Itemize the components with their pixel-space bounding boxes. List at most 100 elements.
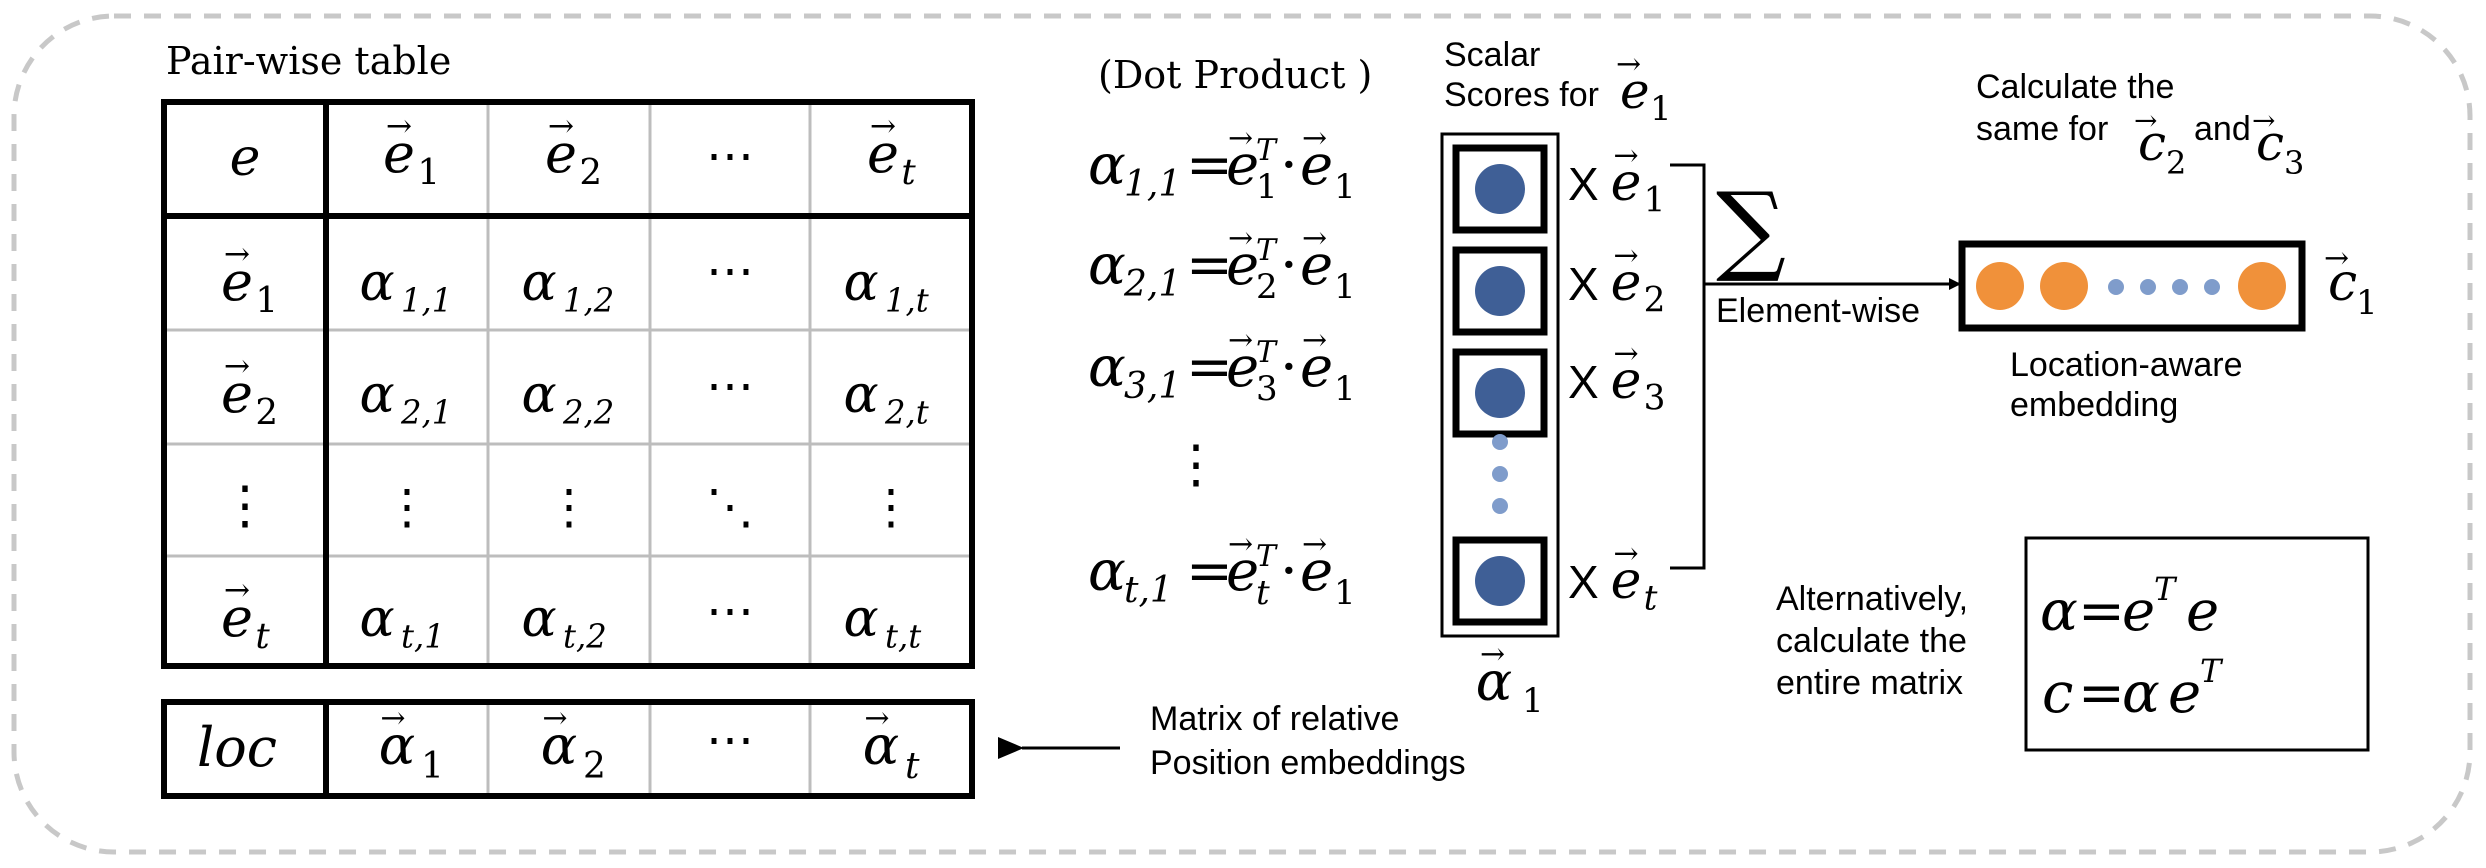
svg-text:e: e (2168, 661, 2201, 726)
col-header-e-2: e→2 (545, 108, 602, 193)
vector-arrow: → (870, 108, 896, 144)
col-header-e-t: e→t (867, 108, 916, 193)
eq-transpose: T (1256, 233, 1278, 268)
cell-ellipsis: ⋯ (706, 583, 754, 639)
svg-text:c: c (2042, 661, 2073, 726)
matrix-formula-line-2: c = α e T (2042, 652, 2224, 726)
cell-ellipsis: ⋱ (706, 479, 754, 535)
eq-alpha: α (1088, 335, 1126, 400)
alpha-base: α (843, 365, 878, 425)
loc-note-line-2: Position embeddings (1150, 744, 1466, 782)
cell-ellipsis: ⋮ (867, 479, 915, 535)
score-cell-t (1452, 536, 1548, 626)
vector-subscript: 1 (417, 152, 440, 193)
matrix-formula-line-1: α = e T e (2040, 570, 2219, 644)
eq-alpha-subscript: 2,1 (1123, 264, 1181, 305)
eq-dot: · (1280, 335, 1298, 400)
svg-text:Calculate the: Calculate the (1976, 68, 2174, 106)
multiply-sign: X (1568, 258, 1599, 310)
vector-arrow: → (1613, 537, 1638, 572)
vector-base: α (379, 714, 415, 777)
alpha-base: α (843, 253, 878, 313)
vector-arrow: → (1302, 221, 1327, 256)
eq-dot: · (1280, 233, 1298, 298)
eq-e: e (1226, 335, 1259, 400)
eq-subscript: 1 (1334, 267, 1356, 307)
vector-subscript: 2 (583, 746, 606, 787)
eq-alpha: α (1088, 233, 1126, 298)
svg-text:=: = (2078, 579, 2125, 644)
vector-arrow: → (1228, 527, 1253, 562)
svg-text:1: 1 (1650, 89, 1672, 129)
score-cell-3 (1452, 348, 1548, 438)
svg-text:α: α (2122, 661, 2160, 726)
eq-e: e (1300, 539, 1333, 604)
vector-arrow: → (864, 701, 889, 736)
svg-text:2: 2 (2166, 144, 2186, 182)
loc-alpha-2: α→ 2 (541, 701, 606, 787)
cell-ellipsis: ⋯ (706, 358, 754, 414)
outer-dashed-frame (11, 13, 2473, 855)
score-cell-2 (1452, 246, 1548, 336)
vector-arrow: → (1302, 121, 1327, 156)
svg-text:c: c (2256, 114, 2284, 172)
eq-equals: = (1186, 335, 1233, 400)
vector-arrow: → (548, 108, 574, 144)
equations-vdots: ⋮ (1170, 435, 1222, 495)
svg-text:c: c (2328, 253, 2357, 313)
vector-arrow: → (1228, 323, 1253, 358)
eq-subscript: t (1256, 573, 1270, 613)
svg-text:1: 1 (1522, 681, 1544, 721)
equation-alpha-t-1: αt,1=e→Tt·e→1 (1088, 527, 1356, 613)
embedding-caption-line-2: embedding (2010, 386, 2178, 424)
equation-alpha-3-1: α3,1=e→T3·e→1 (1088, 323, 1356, 409)
svg-text:e: e (2122, 579, 2155, 644)
vector-subscript: 2 (1644, 280, 1666, 320)
loc-note-line-1: Matrix of relative (1150, 700, 1399, 738)
col-header-ellipsis: ⋯ (706, 128, 754, 184)
vector-base: α (541, 714, 577, 777)
alpha-base: α (359, 365, 394, 425)
scalar-label-line-1: Scalar (1444, 36, 1540, 74)
dot-product-title: (Dot Product ) (1098, 53, 1372, 97)
vector-arrow: → (1302, 527, 1327, 562)
alpha-base: α (521, 253, 556, 313)
eq-e: e (1300, 233, 1333, 298)
location-aware-embedding-box (1958, 240, 2306, 332)
vector-base: e (867, 122, 899, 185)
vector-arrow: → (1613, 239, 1638, 274)
vector-base: e (221, 362, 253, 425)
alpha-base: α (521, 365, 556, 425)
svg-text:and: and (2194, 110, 2251, 148)
eq-alpha: α (1088, 133, 1126, 198)
eq-transpose: T (1256, 539, 1278, 574)
loc-cell-ellipsis: ⋯ (706, 712, 754, 768)
vector-subscript: 3 (1644, 378, 1666, 418)
vector-arrow: → (224, 348, 250, 384)
eq-e: e (1226, 133, 1259, 198)
vector-arrow: → (542, 701, 567, 736)
loc-alpha-1: α→1 (379, 701, 444, 787)
alpha-subscript: 1,2 (563, 281, 614, 319)
row-header-e-1: e→1 (221, 236, 278, 321)
alt-note-line-3: entire matrix (1776, 664, 1963, 702)
alpha-subscript: t,t (885, 617, 921, 655)
dot-product-equations: α1,1=e→T1·e→1α2,1=e→T2·e→1α3,1=e→T3·e→1α… (1088, 121, 1356, 613)
multiply-sign: X (1568, 556, 1599, 608)
alpha-base: α (359, 589, 394, 649)
svg-text:same for: same for (1976, 110, 2108, 148)
vector-subscript: 2 (255, 392, 278, 433)
alpha-subscript: 2,t (884, 393, 929, 431)
vector-base: α (863, 714, 899, 777)
eq-e: e (1226, 233, 1259, 298)
